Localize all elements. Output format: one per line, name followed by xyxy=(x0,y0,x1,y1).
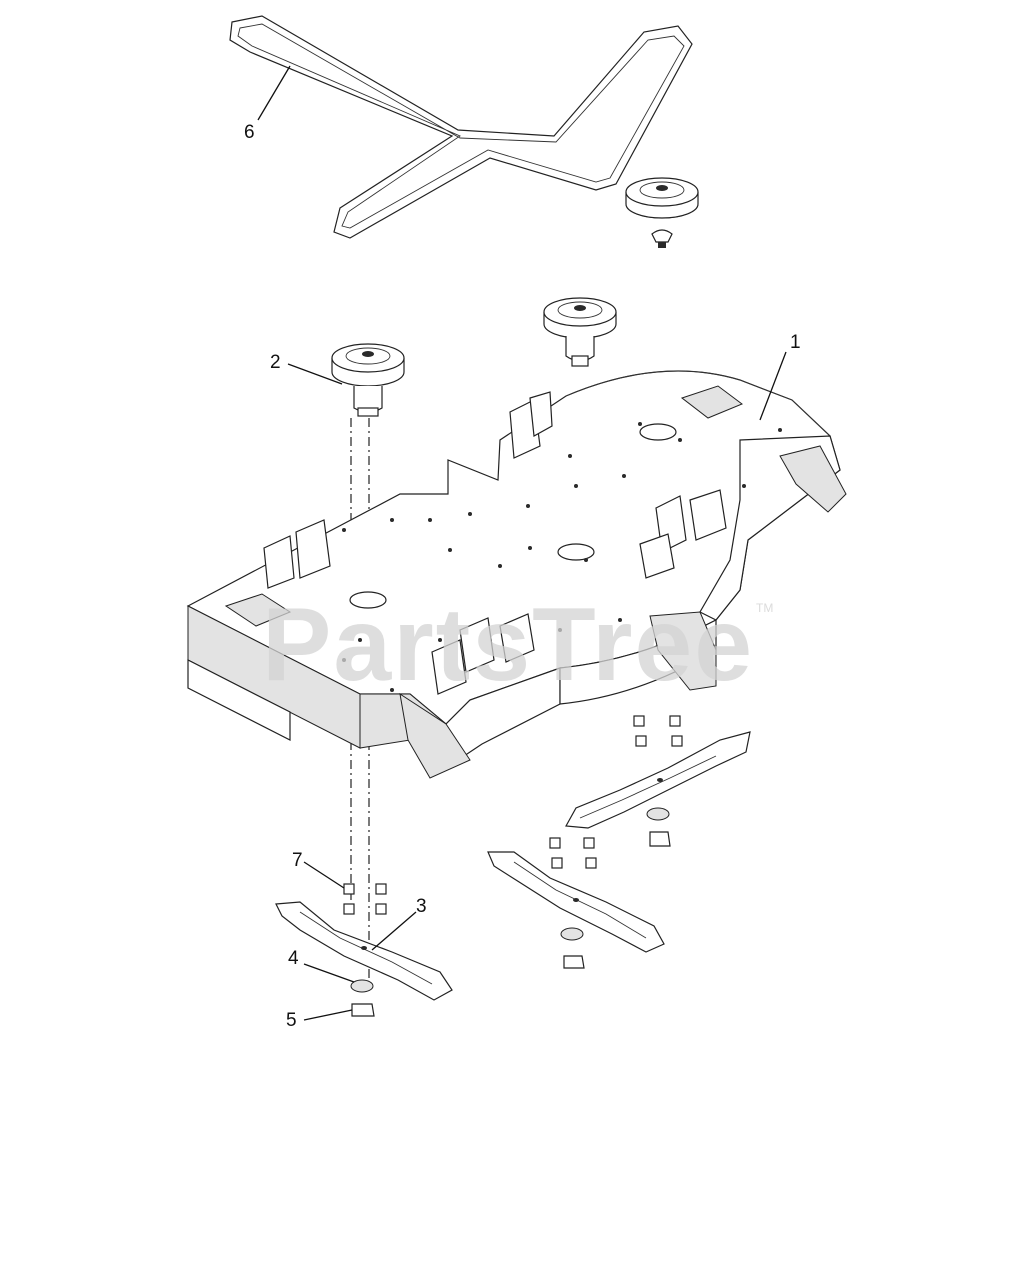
idler-pulley[interactable] xyxy=(625,177,699,248)
callout-4: 4 xyxy=(288,948,299,969)
blade-washers[interactable] xyxy=(350,807,670,993)
callout-2: 2 xyxy=(270,352,281,373)
callout-6: 6 xyxy=(244,122,255,143)
callout-leaders xyxy=(257,65,787,1021)
callout-7: 7 xyxy=(292,850,303,871)
blade-nuts[interactable] xyxy=(351,831,671,1017)
partstree-watermark: PartsTree TM xyxy=(262,587,773,703)
spindle-assembly[interactable] xyxy=(331,343,405,417)
spindle-pulley-center[interactable] xyxy=(543,297,617,367)
blade-left[interactable] xyxy=(275,901,453,1001)
drive-belt[interactable] xyxy=(229,15,693,239)
blade-right[interactable] xyxy=(565,731,751,829)
mower-deck[interactable] xyxy=(186,370,847,779)
callout-5: 5 xyxy=(286,1010,297,1031)
blade-center[interactable] xyxy=(487,851,665,953)
watermark-text: PartsTree xyxy=(262,587,754,703)
blade-bolts[interactable] xyxy=(343,715,683,915)
callout-1: 1 xyxy=(790,332,801,353)
watermark-trademark: TM xyxy=(756,601,773,615)
callout-3: 3 xyxy=(416,896,427,917)
